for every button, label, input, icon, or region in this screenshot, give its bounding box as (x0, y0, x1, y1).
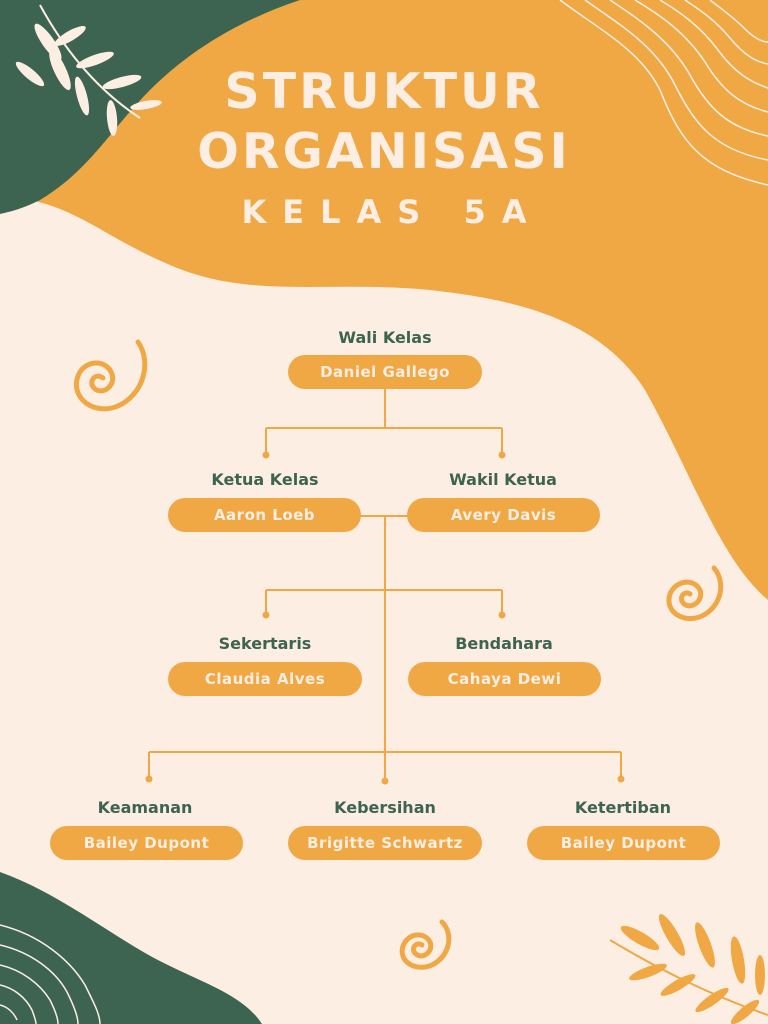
orange-blob (0, 0, 768, 600)
green-blob-bottom (0, 872, 262, 1024)
role-wali-kelas: Wali Kelas (338, 328, 432, 347)
wavy-lines (559, 0, 768, 186)
name-kebersihan: Brigitte Schwartz (288, 826, 482, 860)
subtitle: KELAS 5A (241, 193, 543, 231)
role-ketertiban: Ketertiban (574, 798, 672, 817)
name-wali-kelas: Daniel Gallego (288, 355, 482, 389)
connector-lines (148, 388, 622, 780)
title-line-1: STRUKTUR (224, 63, 544, 120)
role-keamanan: Keamanan (97, 798, 193, 817)
spiral-icon (73, 339, 148, 412)
role-wakil-ketua: Wakil Ketua (449, 470, 557, 489)
green-blob-top (0, 0, 300, 214)
name-bendahara: Cahaya Dewi (408, 662, 601, 696)
role-sekertaris: Sekertaris (218, 634, 312, 653)
role-kebersihan: Kebersihan (334, 798, 436, 817)
role-ketua-kelas: Ketua Kelas (211, 470, 319, 489)
role-bendahara: Bendahara (455, 634, 553, 653)
name-wakil-ketua: Avery Davis (407, 498, 600, 532)
name-keamanan: Bailey Dupont (50, 826, 243, 860)
title-line-2: ORGANISASI (197, 123, 571, 180)
name-ketua-kelas: Aaron Loeb (168, 498, 361, 532)
leaf-icon (609, 914, 768, 1024)
spiral-icon (399, 919, 452, 970)
leaf-icon (15, 4, 162, 136)
connector-dots (145, 451, 625, 785)
name-ketertiban: Bailey Dupont (527, 826, 720, 860)
spiral-icon (666, 565, 724, 621)
name-sekertaris: Claudia Alves (168, 662, 362, 696)
wavy-lines (0, 924, 101, 1024)
